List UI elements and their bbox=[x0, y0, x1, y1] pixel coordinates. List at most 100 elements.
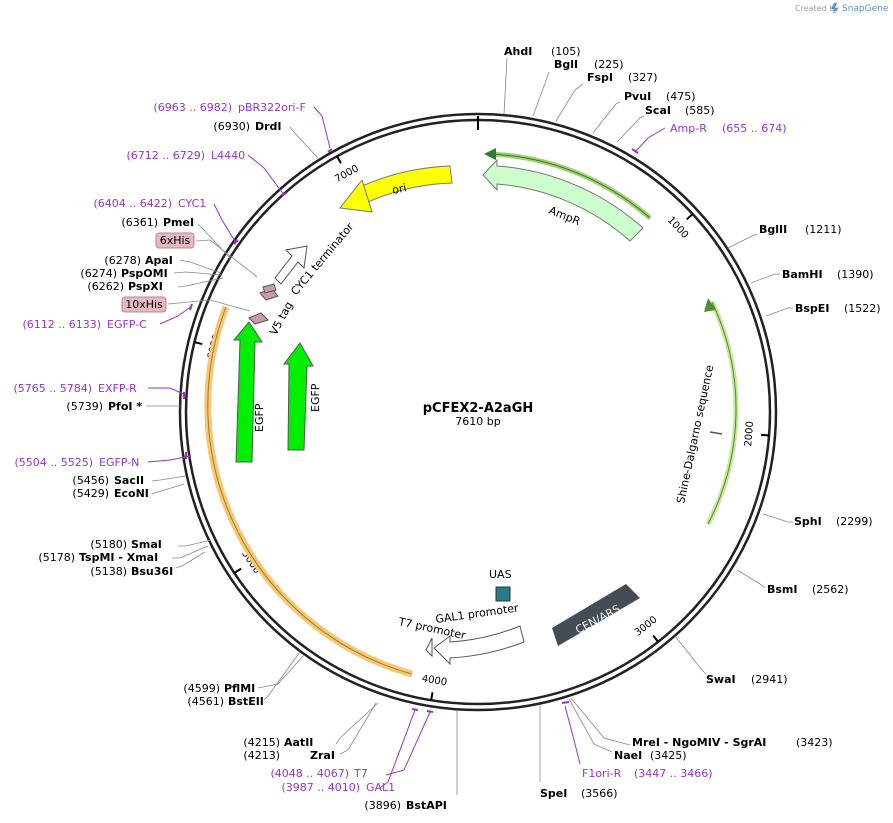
tick-mark bbox=[760, 433, 770, 437]
primer-range: (655 .. 674) bbox=[722, 122, 787, 135]
primer-range: (4048 .. 4067) bbox=[270, 767, 349, 780]
enzyme-pos: (5456) bbox=[72, 474, 109, 487]
v5-tag-feature[interactable] bbox=[262, 283, 277, 294]
enzyme-name[interactable]: BspEI bbox=[795, 302, 829, 315]
enzyme-pos: (2562) bbox=[812, 583, 849, 596]
enzyme-name[interactable]: BstAPI bbox=[406, 799, 447, 812]
cyc1-terminator-feature[interactable] bbox=[274, 245, 308, 285]
enzyme-name[interactable]: MreI - NgoMIV - SgrAI bbox=[632, 736, 766, 749]
enzyme-name[interactable]: ZraI bbox=[310, 749, 335, 762]
enzyme-pos: (4561) bbox=[187, 695, 224, 708]
enzyme-name[interactable]: PfoI * bbox=[108, 400, 142, 413]
primer-name[interactable]: CYC1 bbox=[178, 197, 206, 210]
enzyme-name[interactable]: SmaI bbox=[131, 538, 162, 551]
enzyme-pos: (6361) bbox=[121, 216, 158, 229]
enzyme-name[interactable]: PvuI bbox=[624, 90, 651, 103]
gal1-promoter-feature[interactable] bbox=[433, 625, 525, 666]
enzyme-name[interactable]: Bsu36I bbox=[131, 565, 173, 578]
enzyme-name[interactable]: PspXI bbox=[128, 280, 163, 293]
primer-name[interactable]: L4440 bbox=[211, 149, 245, 162]
enzyme-name[interactable]: PflMI bbox=[224, 682, 255, 695]
primer-leader-lines bbox=[147, 106, 666, 789]
enzyme-pos: (3566) bbox=[581, 787, 618, 800]
tick-label: 7000 bbox=[333, 163, 361, 185]
primer-name[interactable]: GAL1 bbox=[366, 781, 395, 794]
enzyme-pos: (1211) bbox=[805, 223, 842, 236]
uas-feature[interactable] bbox=[495, 586, 511, 602]
enzyme-pos: (6262) bbox=[87, 280, 124, 293]
enzyme-pos: (6930) bbox=[213, 120, 250, 133]
tag-labels: 6xHis 10xHis bbox=[121, 232, 195, 313]
ori-arrowhead bbox=[339, 178, 373, 213]
tag-box[interactable] bbox=[121, 296, 167, 313]
orange-feature-line bbox=[207, 306, 413, 675]
enzyme-name[interactable]: BsmI bbox=[767, 583, 798, 596]
tag-box[interactable] bbox=[155, 232, 195, 249]
enzyme-pos: (5178) bbox=[38, 551, 75, 564]
enzyme-name[interactable]: ScaI bbox=[645, 104, 671, 117]
enzyme-pos: (5739) bbox=[66, 400, 103, 413]
enzyme-labels-left: (3896) BstAPI (4215) AatII (4213) ZraI (… bbox=[38, 120, 446, 812]
enzyme-name[interactable]: PspOMI bbox=[121, 267, 168, 280]
primer-range: (5765 .. 5784) bbox=[13, 382, 92, 395]
primer-name[interactable]: F1ori-R bbox=[582, 767, 622, 780]
primer-marks bbox=[183, 148, 639, 713]
egfp-feature-1[interactable] bbox=[232, 321, 263, 463]
shine-dalgarno-mark bbox=[709, 431, 723, 435]
enzyme-name[interactable]: BglII bbox=[759, 223, 787, 236]
shine-dalgarno-arrowhead bbox=[704, 298, 716, 312]
egfp-feature-2[interactable] bbox=[282, 342, 314, 451]
enzyme-name[interactable]: EcoNI bbox=[114, 487, 149, 500]
primer-range: (3447 .. 3466) bbox=[634, 767, 713, 780]
primer-name[interactable]: T7 bbox=[353, 767, 368, 780]
enzyme-name[interactable]: NaeI bbox=[614, 749, 642, 762]
primer-range: (5504 .. 5525) bbox=[14, 456, 93, 469]
enzyme-name[interactable]: SpeI bbox=[540, 787, 567, 800]
ori-feature[interactable] bbox=[361, 165, 453, 203]
ampr-outer-arrowhead bbox=[484, 148, 496, 160]
egfp-label-1: EGFP bbox=[253, 403, 266, 432]
enzyme-name[interactable]: SphI bbox=[794, 515, 822, 528]
tick-mark bbox=[652, 634, 659, 643]
enzyme-name[interactable]: BamHI bbox=[782, 268, 823, 281]
uas-label: UAS bbox=[489, 568, 512, 581]
enzyme-pos: (1390) bbox=[837, 268, 874, 281]
primer-name[interactable]: pBR322ori-F bbox=[238, 101, 306, 114]
primer-name[interactable]: EGFP-C bbox=[107, 318, 147, 331]
t7-promoter-feature[interactable] bbox=[425, 637, 433, 658]
primer-name[interactable]: EXFP-R bbox=[98, 382, 137, 395]
leader-lines bbox=[146, 57, 793, 795]
enzyme-pos: (3425) bbox=[650, 749, 687, 762]
enzyme-pos: (585) bbox=[685, 104, 715, 117]
enzyme-pos: (5180) bbox=[90, 538, 127, 551]
v5-tag-label: V5 tag bbox=[267, 299, 295, 337]
enzyme-name[interactable]: FspI bbox=[587, 71, 613, 84]
enzyme-name[interactable]: TspMI - XmaI bbox=[79, 551, 158, 564]
enzyme-name[interactable]: DrdI bbox=[255, 120, 282, 133]
shine-dalgarno-label: Shine-Dalgarno sequence bbox=[674, 364, 716, 505]
primer-name[interactable]: EGFP-N bbox=[99, 456, 139, 469]
ampr-feature[interactable] bbox=[482, 158, 644, 242]
enzyme-name[interactable]: ApaI bbox=[145, 254, 173, 267]
enzyme-name[interactable]: AhdI bbox=[504, 45, 532, 58]
enzyme-name[interactable]: SwaI bbox=[706, 673, 736, 686]
enzyme-pos: (4599) bbox=[183, 682, 220, 695]
primer-range: (6404 .. 6422) bbox=[93, 197, 172, 210]
enzyme-name[interactable]: AatII bbox=[284, 736, 313, 749]
tick-label: 2000 bbox=[743, 421, 756, 447]
enzyme-name[interactable]: SacII bbox=[114, 474, 144, 487]
10xhis-tag-feature[interactable] bbox=[248, 312, 269, 325]
enzyme-name[interactable]: BstEII bbox=[228, 695, 264, 708]
enzyme-pos: (6274) bbox=[80, 267, 117, 280]
primer-range: (6963 .. 6982) bbox=[153, 101, 232, 114]
primer-labels: Amp-R (655 .. 674) F1ori-R (3447 .. 3466… bbox=[13, 101, 786, 794]
enzyme-name[interactable]: PmeI bbox=[163, 216, 194, 229]
tick-mark bbox=[686, 213, 694, 221]
enzyme-pos: (4215) bbox=[243, 736, 280, 749]
tick-label: 3000 bbox=[633, 614, 660, 638]
enzyme-pos: (1522) bbox=[844, 302, 881, 315]
cen-ars-feature[interactable] bbox=[552, 584, 640, 646]
primer-name[interactable]: Amp-R bbox=[670, 122, 707, 135]
enzyme-name[interactable]: BglI bbox=[554, 58, 578, 71]
plasmid-length: 7610 bp bbox=[455, 415, 500, 428]
